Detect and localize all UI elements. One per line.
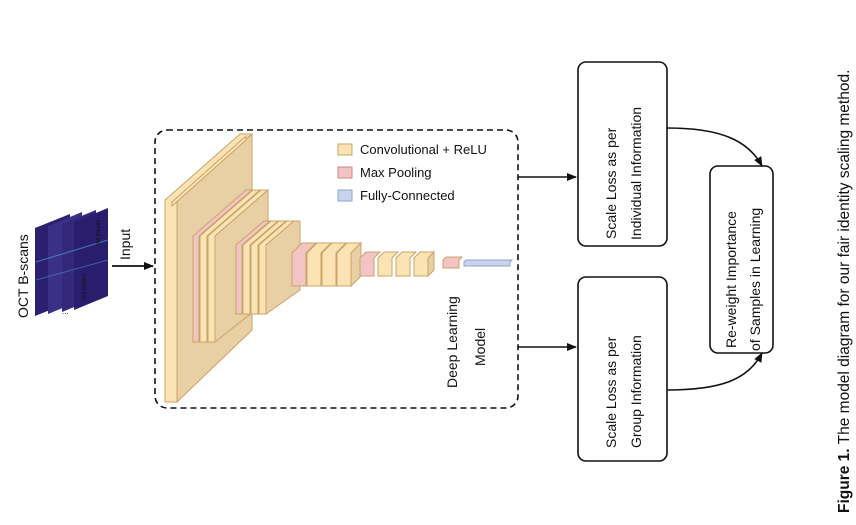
conv-layer-3 [199, 189, 262, 343]
conv-block-4-side [427, 250, 435, 278]
group-line1: Scale Loss as per [603, 336, 619, 448]
legend-swatch-fc [337, 189, 353, 202]
scan-ellipsis: ... [62, 307, 69, 316]
fc-layer [463, 259, 514, 267]
legend: Convolutional + ReLU Max Pooling Fully-C… [337, 142, 487, 203]
group-box: Scale Loss as per Group Information [577, 276, 668, 462]
conv-layer-12 [395, 251, 418, 277]
model-container [154, 129, 519, 409]
individual-box: Scale Loss as per Individual Information [577, 61, 668, 247]
model-label-line1: Deep Learning [444, 296, 460, 388]
legend-label-fc: Fully-Connected [360, 188, 455, 203]
legend-label-conv: Convolutional + ReLU [360, 142, 487, 157]
conv-layer-2 [171, 134, 247, 208]
reweight-box: Re-weight Importance of Samples in Learn… [709, 165, 774, 354]
reweight-line1: Re-weight Importance [723, 211, 739, 348]
legend-swatch-conv [337, 143, 353, 156]
pool-layer-1 [192, 189, 254, 343]
conv-layer-11 [377, 251, 400, 277]
pool-layer-5 [442, 256, 464, 269]
conv-layer-6 [250, 220, 288, 315]
legend-swatch-pool [337, 166, 353, 179]
caption-text: The model diagram for our fair identity … [836, 70, 853, 445]
figure-caption: Figure 1. The model diagram for our fair… [836, 70, 853, 513]
pool-layer-2 [235, 220, 272, 315]
oct-label: OCT B-scans [15, 234, 31, 318]
pool-layer-4 [359, 251, 382, 277]
conv-layer-5 [242, 220, 280, 315]
stack-width-label: 200 (Width) [82, 274, 88, 300]
conv-layer-8 [306, 242, 333, 287]
legend-label-pool: Max Pooling [360, 165, 432, 180]
group-line2: Group Information [628, 335, 644, 448]
curve-arrow-group [666, 352, 763, 391]
individual-line2: Individual Information [628, 107, 644, 240]
individual-line1: Scale Loss as per [603, 127, 619, 239]
conv-layer-9 [321, 242, 348, 287]
cnn-layers [164, 132, 514, 404]
reweight-line2: of Samples in Learning [747, 208, 763, 351]
oct-scan-stack: ... 200 (Width) 200 (Depth) [35, 208, 109, 316]
model-label-line2: Model [472, 328, 488, 366]
curve-arrow-individual [666, 127, 763, 167]
stack-depth-label: 200 (Depth) [96, 219, 102, 246]
caption-bold: Figure 1. [836, 448, 853, 513]
pool-layer-3 [291, 242, 318, 287]
input-label: Input [117, 229, 133, 260]
